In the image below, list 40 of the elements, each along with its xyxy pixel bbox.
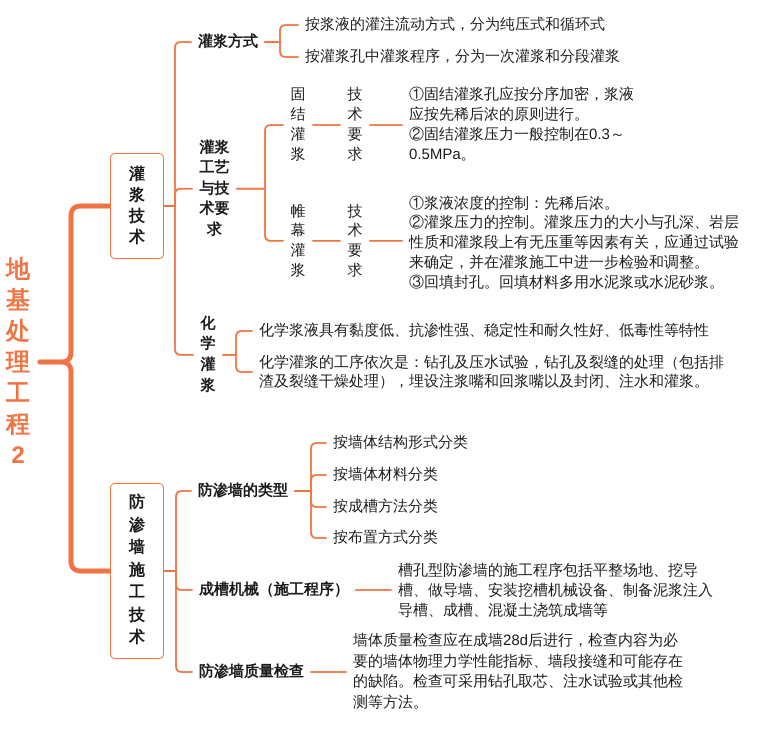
leaf-text: 化学灌浆的工序依次是：钻孔及压水试验，钻孔及裂缝的处理（包括排渣及裂缝干燥处理），埋设注浆嘴和回浆嘴以及封闭、注水和灌浆。: [259, 352, 727, 392]
note-paragraph: ①固结灌浆孔应按分序加密，浆液应按先稀后浓的原则进行。: [409, 85, 635, 125]
connector-line: [163, 570, 193, 673]
connector-line: [312, 240, 341, 242]
subtopic-label: 防渗墙的类型: [198, 481, 288, 501]
connector-line: [369, 240, 403, 242]
subtopic-label: 化学灌浆: [200, 314, 216, 396]
root-topic: 地基处理工程2: [5, 254, 31, 470]
brace-line: [38, 360, 112, 574]
connector-line: [355, 589, 392, 591]
subtopic-label: 灌浆工艺与技术要求: [199, 138, 230, 240]
leaf-text: 按墙体材料分类: [333, 465, 438, 485]
branch-label: 固结灌浆: [290, 85, 306, 165]
note-paragraph: ③回填封孔。回填材料多用水泥浆或水泥砂浆。: [409, 272, 725, 292]
leaf-text: 按浆液的灌注流动方式，分为纯压式和循环式: [305, 15, 605, 35]
connector-line: [236, 188, 284, 242]
leaf-text: 化学浆液具有黏度低、抗渗性强、稳定性和耐久性好、低毒性等特性: [259, 321, 709, 341]
branch-label: 帷幕灌浆: [290, 202, 306, 280]
connector-line: [369, 124, 403, 126]
leaf-text: 墙体质量检查应在成墙28d后进行，检查内容为必要的墙体物理力学性能指标、墙段接缝和可能存在的缺陷。检查可采用钻孔取芯、注水试验或其他检测等方法。: [353, 631, 689, 713]
leaf-text: 按布置方式分类: [333, 528, 438, 548]
leaf-text: 按灌浆孔中灌浆程序，分为一次灌浆和分段灌浆: [305, 47, 620, 67]
topic-box: 防渗墙施工技术: [110, 483, 164, 659]
branch-label: 技术要求: [347, 202, 363, 280]
branch-label: 技术要求: [347, 85, 363, 165]
note-paragraph: ①浆液浓度的控制：先稀后浓。: [409, 194, 620, 214]
connector-line: [310, 671, 347, 673]
subtopic-label: 成槽机械（施工程序）: [199, 580, 349, 600]
connector-line: [264, 41, 299, 58]
subtopic-label: 灌浆方式: [198, 32, 258, 52]
connector-line: [163, 205, 194, 356]
note-paragraph: ②固结灌浆压力一般控制在0.3～0.5MPa。: [409, 125, 626, 165]
leaf-text: 按墙体结构形式分类: [333, 433, 468, 453]
leaf-text: 按成槽方法分类: [333, 497, 438, 517]
note-paragraph: ②灌浆压力的控制。灌浆压力的大小与孔深、岩层性质和灌浆段上有无压重等因素有关，应通过试验来确定，并在灌浆施工中进一步检验和调整。: [409, 213, 740, 273]
connector-line: [312, 124, 341, 126]
topic-box: 灌浆技术: [110, 153, 164, 259]
leaf-text: 槽孔型防渗墙的施工程序包括平整场地、挖导槽、做导墙、安装挖槽机械设备、制备泥浆注入导槽、成槽、混凝土浇筑成墙等: [398, 561, 719, 621]
subtopic-label: 防渗墙质量检查: [199, 662, 304, 682]
connector-line: [222, 354, 253, 373]
